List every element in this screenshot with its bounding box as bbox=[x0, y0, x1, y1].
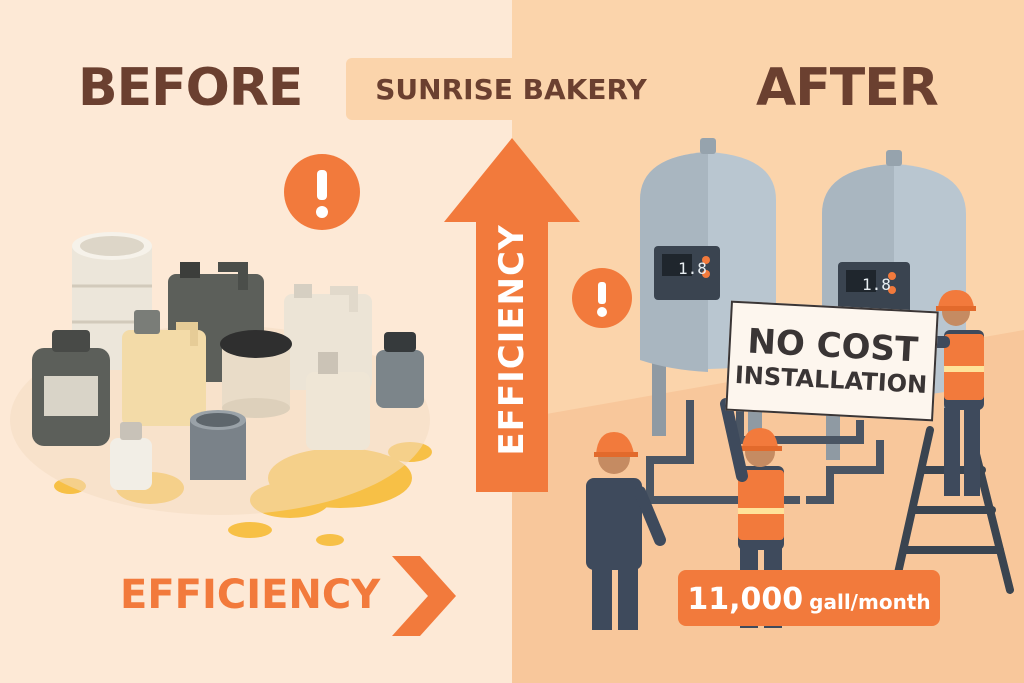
volume-badge: 11,000 gall/month bbox=[678, 570, 940, 626]
chevron-right-icon bbox=[392, 556, 456, 636]
no-cost-sign: NO COST INSTALLATION bbox=[725, 300, 939, 422]
tank-display-2: 1.8 bbox=[862, 275, 891, 294]
efficiency-vertical-label: EFFICIENCY bbox=[492, 224, 532, 456]
tank-display-1: 1.8 bbox=[678, 259, 707, 278]
worker-standing bbox=[586, 432, 666, 630]
before-heading: BEFORE bbox=[78, 58, 303, 118]
volume-unit: gall/month bbox=[809, 590, 931, 614]
brand-name: SUNRISE BAKERY bbox=[375, 72, 647, 106]
efficiency-label: EFFICIENCY bbox=[120, 572, 381, 618]
after-heading: AFTER bbox=[756, 58, 939, 118]
warning-icon bbox=[284, 154, 360, 230]
warning-icon-small bbox=[572, 268, 632, 328]
arrow-up-icon bbox=[444, 138, 580, 492]
containers-clutter bbox=[32, 232, 424, 490]
worker-on-ladder bbox=[926, 290, 984, 496]
brand-banner: SUNRISE BAKERY bbox=[346, 58, 676, 120]
volume-value: 11,000 bbox=[687, 582, 804, 617]
